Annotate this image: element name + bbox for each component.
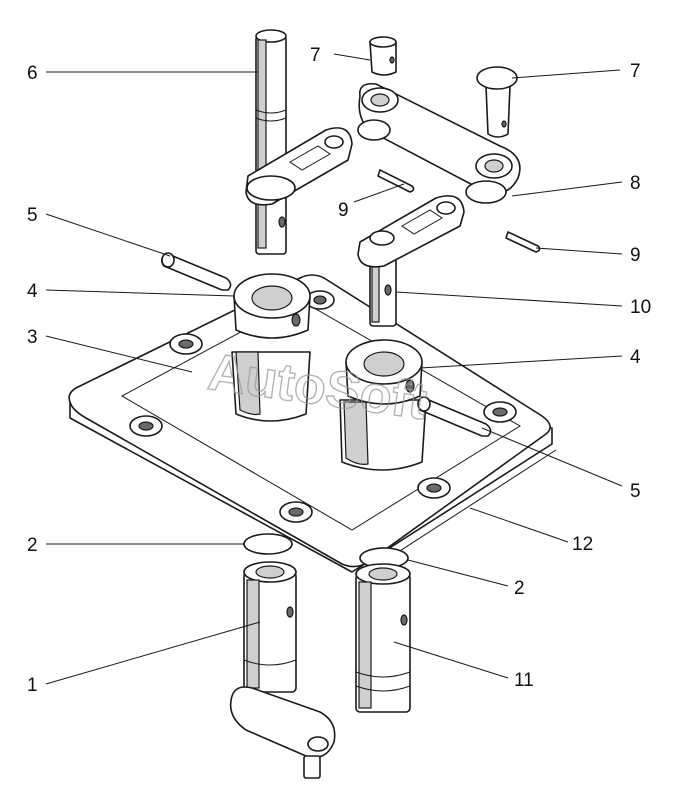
lower-shaft-11 (355, 563, 411, 713)
cover-plate-3 (68, 274, 553, 573)
callout-12: 12 (572, 534, 593, 555)
sleeve-7-left (369, 36, 397, 76)
split-pin-9-right (505, 231, 541, 253)
pin-5-lower (417, 396, 492, 437)
callout-5-upper: 5 (27, 205, 38, 226)
callout-2-left: 2 (27, 535, 38, 556)
callout-7-left: 7 (310, 45, 321, 66)
callout-9-left: 9 (338, 200, 349, 221)
callout-7-right: 7 (630, 61, 641, 82)
link-8 (357, 82, 521, 204)
callout-labels: 6 7 7 8 9 9 5 4 10 3 4 5 12 2 2 1 11 (27, 45, 651, 696)
split-pin-9-left (377, 169, 415, 193)
callout-3: 3 (27, 327, 38, 348)
callout-11: 11 (514, 670, 534, 691)
shaft-6 (245, 29, 353, 255)
callout-6: 6 (27, 63, 38, 84)
callout-5-lower: 5 (630, 481, 641, 502)
callout-1: 1 (27, 675, 38, 696)
callout-4-right: 4 (630, 347, 641, 368)
lever-shaft-10 (357, 195, 465, 327)
seal-ring-2-left (243, 533, 293, 555)
callout-9-right: 9 (630, 245, 641, 266)
callout-10: 10 (630, 297, 651, 318)
collar-4-right (345, 339, 423, 405)
pin-5-upper (160, 252, 232, 291)
callout-2-right: 2 (514, 578, 525, 599)
collar-4-left (233, 273, 311, 339)
lower-shaft-1 (229, 561, 336, 779)
pin-7-right (476, 66, 518, 138)
callout-8: 8 (630, 173, 641, 194)
leader-lines (45, 53, 623, 685)
callout-4-left: 4 (27, 281, 38, 302)
